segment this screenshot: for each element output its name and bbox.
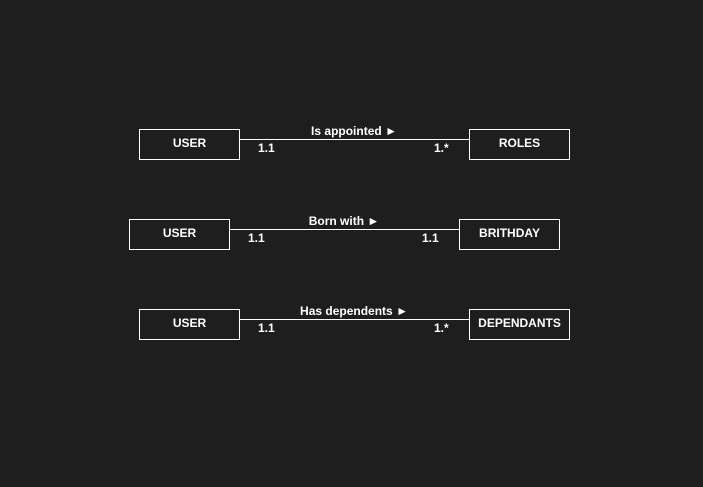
- entity-user[interactable]: USER: [139, 129, 240, 160]
- direction-arrow-icon: ►: [396, 304, 408, 318]
- cardinality-right: 1.*: [434, 321, 449, 335]
- cardinality-left: 1.1: [258, 141, 275, 155]
- relationship-label-text: Has dependents: [300, 304, 393, 318]
- relationship-line: [240, 139, 469, 140]
- cardinality-right: 1.1: [422, 231, 439, 245]
- direction-arrow-icon: ►: [367, 214, 380, 228]
- entity-dependants[interactable]: DEPENDANTS: [469, 309, 570, 340]
- cardinality-right: 1.*: [434, 141, 449, 155]
- relationship-line: [230, 229, 459, 230]
- relationship-label-text: Is appointed: [311, 124, 382, 138]
- cardinality-left: 1.1: [248, 231, 265, 245]
- relationship-label-text: Born with: [308, 214, 365, 228]
- cardinality-left: 1.1: [258, 321, 275, 335]
- entity-birthday[interactable]: BRITHDAY: [459, 219, 560, 250]
- relationship-label[interactable]: Born with ►: [309, 214, 380, 228]
- relationship-line: [240, 319, 469, 320]
- relationship-label[interactable]: Has dependents ►: [300, 304, 408, 318]
- entity-user[interactable]: USER: [129, 219, 230, 250]
- direction-arrow-icon: ►: [385, 124, 397, 138]
- relationship-label[interactable]: Is appointed ►: [311, 124, 397, 138]
- entity-roles[interactable]: ROLES: [469, 129, 570, 160]
- entity-user[interactable]: USER: [139, 309, 240, 340]
